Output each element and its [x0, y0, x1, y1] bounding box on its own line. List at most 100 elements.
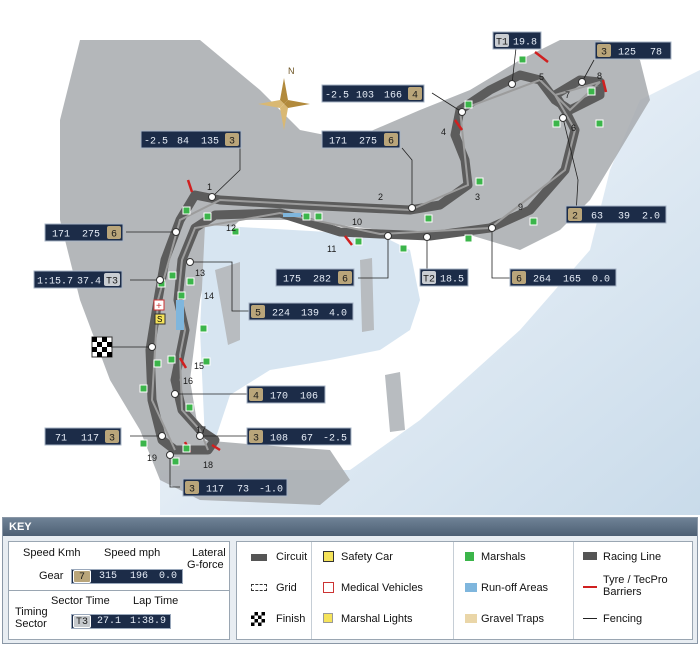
legend-g-value: 0.0 [158, 571, 177, 582]
medical-marker: + [156, 301, 162, 312]
telemetry-value: 165 [563, 275, 581, 286]
telemetry-tag [249, 388, 263, 401]
telemetry-value: -2.5 [144, 137, 168, 148]
telemetry-box-t1: T1 19.8 [492, 31, 542, 50]
telemetry-value: 282 [313, 275, 331, 286]
runoff-area-2 [176, 300, 184, 330]
telemetry-value: 18.5 [440, 275, 464, 286]
key-medical: Medical Vehicles [341, 582, 423, 594]
telemetry-value: T1 [496, 38, 508, 49]
telemetry-box-bg [275, 268, 355, 287]
legend-lateral: Lateral [192, 547, 226, 559]
safety-marker: S [157, 315, 162, 324]
key-items-box: Circuit Grid Finish Safety Car Medical V… [236, 541, 693, 640]
telemetry-tag [104, 273, 120, 286]
telemetry-value: 125 [618, 48, 636, 59]
key-circuit: Circuit [276, 551, 308, 563]
racing-line [150, 78, 601, 451]
corner-5-label: 5 [539, 72, 544, 82]
key-marshal-lights: Marshal Lights [341, 613, 413, 625]
key-safety-car: Safety Car [341, 551, 393, 563]
corner-10-label: 10 [352, 217, 362, 227]
telemetry-tag [384, 133, 398, 146]
start-finish-flag [91, 336, 113, 358]
telemetry-value: 6 [111, 230, 117, 241]
circuit-swatch [251, 554, 267, 561]
corner-nodes [148, 78, 586, 459]
legend-sector: Sector [15, 618, 47, 630]
runoff-area [283, 213, 301, 217]
legend-gear-sample: 7 315 196 0.0 [71, 569, 183, 584]
legend-sector-time: Sector Time [51, 595, 110, 607]
telemetry-value: 4 [253, 392, 259, 403]
telemetry-value: -1.0 [259, 485, 283, 496]
telemetry-value: 6 [516, 275, 522, 286]
key-barriers: Barriers [603, 586, 642, 598]
telemetry-tag [408, 87, 422, 100]
key-marshals: Marshals [481, 551, 526, 563]
land-area [60, 40, 650, 505]
telemetry-box-bg [321, 130, 401, 149]
fencing-swatch [583, 618, 597, 619]
telemetry-value: T3 [106, 277, 118, 288]
corner-1-label: 1 [207, 182, 212, 192]
telemetry-tag [251, 305, 265, 318]
corner-17-label: 17 [196, 425, 206, 435]
telemetry-value: 3 [229, 137, 235, 148]
corner-12-label: 12 [226, 223, 236, 233]
legend-sector-time-value: 27.1 [96, 616, 121, 627]
telemetry-box-bg [509, 268, 617, 287]
telemetry-value: 6 [342, 275, 348, 286]
corner-19-label: 19 [147, 453, 157, 463]
telemetry-value: 71 [55, 434, 67, 445]
telemetry-value: 37.4 [77, 277, 101, 288]
telemetry-box-bg [321, 84, 425, 103]
key-grid: Grid [276, 582, 297, 594]
corner-13-label: 13 [195, 268, 205, 278]
medical-swatch [323, 582, 334, 593]
legend-speed-kmh: Speed Kmh [23, 547, 81, 559]
legend-timing: Timing [15, 606, 48, 618]
telemetry-value: 5 [255, 309, 261, 320]
telemetry-value: T2 [423, 275, 435, 286]
telemetry-value: -2.5 [325, 91, 349, 102]
legend-gforce: G-force [187, 559, 224, 571]
telemetry-value: 103 [356, 91, 374, 102]
telemetry-tag [495, 34, 509, 47]
telemetry-value: 3 [601, 48, 607, 59]
key-runoff: Run-off Areas [481, 582, 549, 594]
leader-lines [111, 47, 595, 488]
telemetry-tag [568, 208, 582, 221]
telemetry-value: 73 [237, 485, 249, 496]
telemetry-value: 19.8 [513, 38, 537, 49]
corner-8-label: 8 [597, 71, 602, 81]
telemetry-tag [422, 271, 436, 284]
telemetry-value: 135 [201, 137, 219, 148]
telemetry-value: 4 [412, 91, 418, 102]
telemetry-value: 170 [270, 392, 288, 403]
runoff-swatch [465, 583, 477, 592]
marshals-swatch [465, 552, 474, 561]
telemetry-box-bg [182, 478, 288, 497]
telemetry-value: 4.0 [329, 309, 347, 320]
corner-labels: 1 2 3 4 5 6 7 8 9 10 11 12 13 14 15 16 1… [147, 71, 602, 470]
telemetry-value: 275 [82, 230, 100, 241]
corner-18-label: 18 [203, 460, 213, 470]
telemetry-value: 224 [272, 309, 290, 320]
telemetry-value: 139 [301, 309, 319, 320]
legend-gear: Gear [39, 570, 64, 582]
corner-16-label: 16 [183, 376, 193, 386]
telemetry-value: -2.5 [323, 434, 347, 445]
telemetry-value: 275 [359, 137, 377, 148]
corner-9-label: 9 [518, 202, 523, 212]
